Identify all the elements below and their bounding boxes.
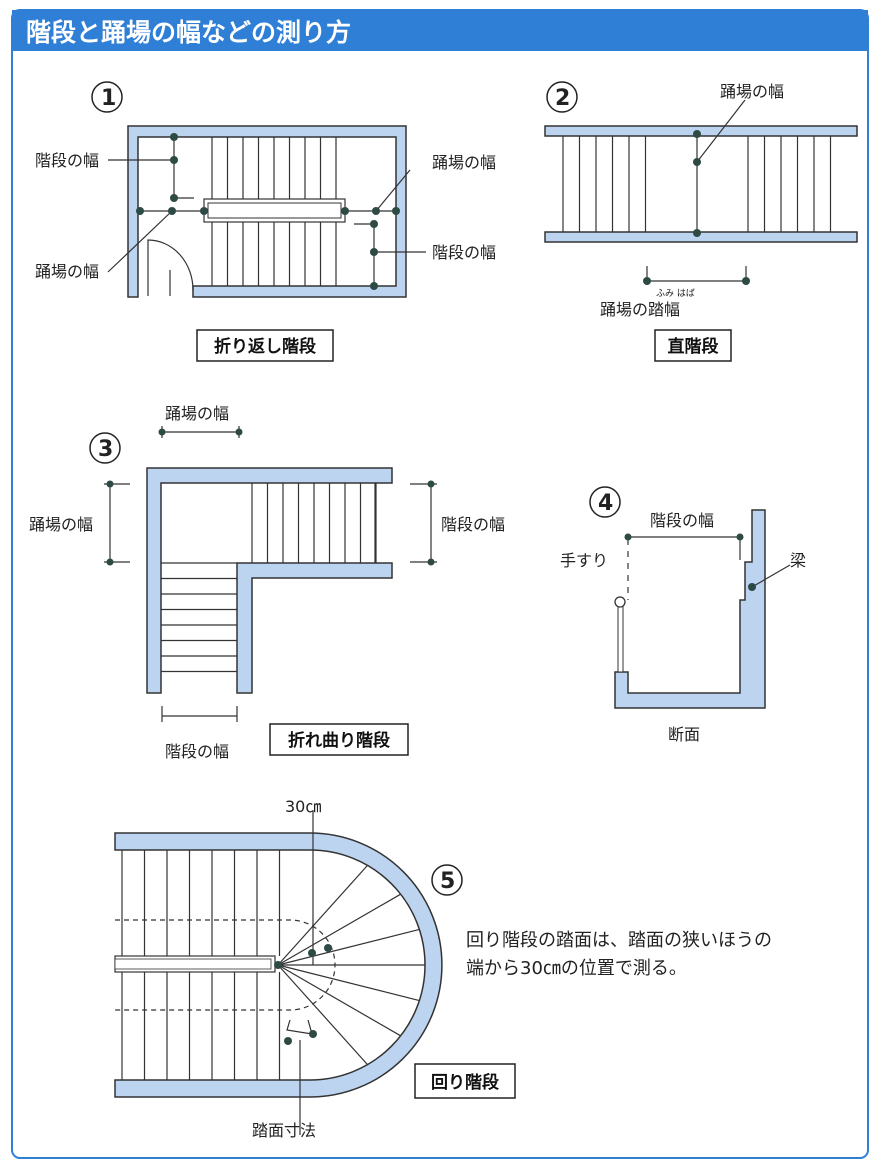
note-line-1: 回り階段の踏面は、踏面の狭いほうの <box>466 930 772 951</box>
label-30cm: 30㎝ <box>285 797 321 816</box>
caption-straight-stair: 直階段 <box>668 336 719 357</box>
number-badge-4 <box>589 486 621 518</box>
number-badge-3 <box>89 432 121 464</box>
stair-tread <box>277 928 420 966</box>
page-title: 階段と踊場の幅などの測り方 <box>26 18 351 47</box>
caption-l-shaped-stair: 折れ曲り階段 <box>288 730 390 751</box>
measure-point <box>341 207 349 215</box>
diagram-l-shaped-stair: 3 踊場の幅 踊場の幅 階段の幅 階段の幅 折れ曲り階段 <box>29 404 505 761</box>
measure-point <box>372 207 380 215</box>
label-landing-width: 踊場の幅 <box>35 262 99 281</box>
label-landing-width: 踊場の幅 <box>432 153 496 172</box>
measure-point <box>392 207 400 215</box>
label-landing-width: 踊場の幅 <box>720 82 784 101</box>
svg-text:1: 1 <box>101 86 116 111</box>
measure-point <box>370 220 378 228</box>
label-landing-width: 踊場の幅 <box>29 515 93 534</box>
measure-point <box>170 156 178 164</box>
diagram-straight-stair: 2 踊場の幅 ふみ はば 踊場の踏幅 直階段 <box>544 81 858 362</box>
measure-point <box>370 282 378 290</box>
stair-tread <box>277 893 401 966</box>
diagram-section: 4 階段の幅 手すり 梁 断面 <box>560 486 806 744</box>
label-handrail: 手すり <box>560 551 608 570</box>
measure-point <box>168 207 176 215</box>
wall <box>127 125 407 298</box>
header-bar <box>12 10 868 51</box>
label-stair-width: 階段の幅 <box>165 742 229 761</box>
svg-text:4: 4 <box>598 491 613 516</box>
label-stair-width: 階段の幅 <box>35 151 99 170</box>
label-stair-width: 階段の幅 <box>432 243 496 262</box>
caption-switchback-stair: 折り返し階段 <box>214 336 316 357</box>
measure-point <box>136 207 144 215</box>
measure-point <box>200 207 208 215</box>
caption-winding-stair: 回り階段 <box>431 1072 499 1093</box>
ruby-fumihaba: ふみ はば <box>656 288 695 299</box>
stair-tread <box>277 964 401 1037</box>
note-line-2: 端から30㎝の位置で測る。 <box>466 958 687 979</box>
number-badge-1 <box>91 81 123 113</box>
number-badge-2 <box>546 81 578 113</box>
measure-point <box>170 133 178 141</box>
label-landing-tread: 踊場の踏幅 <box>600 300 680 319</box>
stair-tread <box>277 964 420 1002</box>
stair-tread <box>277 964 368 1065</box>
label-stair-width: 階段の幅 <box>441 515 505 534</box>
label-landing-width: 踊場の幅 <box>165 404 229 423</box>
door <box>147 239 194 296</box>
label-stair-width: 階段の幅 <box>650 511 714 530</box>
number-badge-5 <box>431 864 463 896</box>
measure-point <box>170 194 178 202</box>
diagram-switchback-stair: 1 階段の幅 踊場の幅 踊場の幅 階段の幅 折り返し階段 <box>35 81 496 362</box>
label-tread-dimension: 踏面寸法 <box>252 1121 316 1140</box>
svg-text:2: 2 <box>555 86 570 111</box>
svg-text:5: 5 <box>440 869 455 894</box>
measure-point <box>370 248 378 256</box>
svg-text:3: 3 <box>98 437 113 462</box>
label-beam: 梁 <box>790 551 806 570</box>
caption-section: 断面 <box>668 725 700 744</box>
diagram-winding-stair: 5 30㎝ 踏面寸法 回り階段の踏面は、踏面の狭いほうの 端から30㎝の位置で測… <box>114 797 772 1140</box>
stair-tread <box>277 865 368 966</box>
